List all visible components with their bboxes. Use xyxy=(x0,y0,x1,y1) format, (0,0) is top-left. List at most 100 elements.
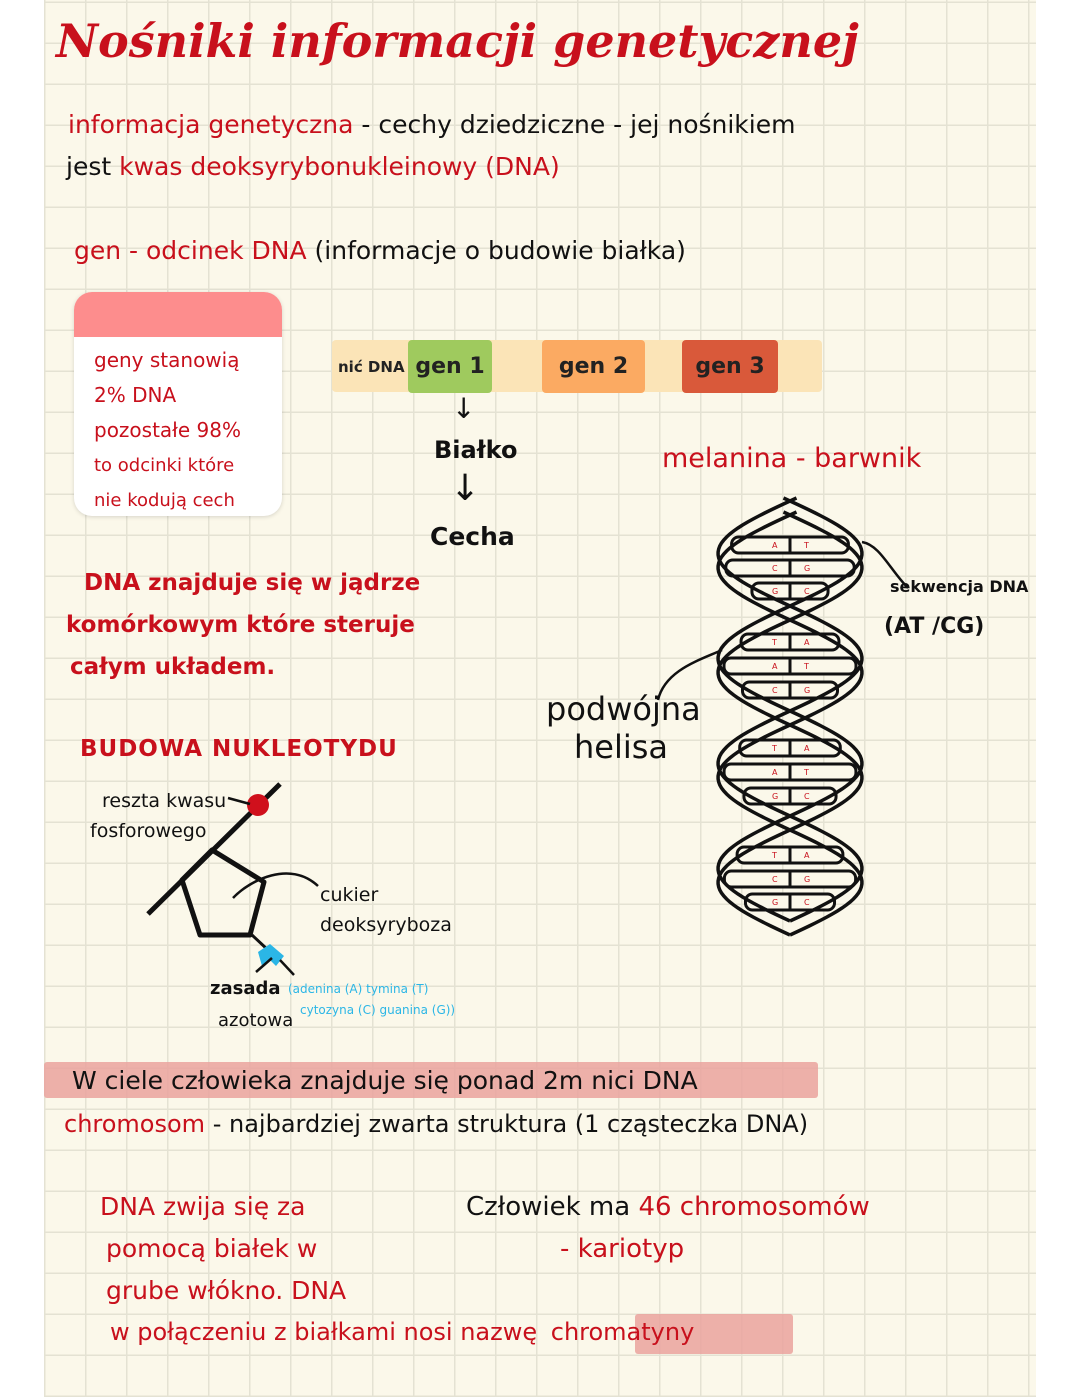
sugar-pentagon xyxy=(179,847,267,938)
gene-definition: gen - odcinek DNA (informacje o budowie … xyxy=(74,236,686,265)
double-helix-label-2: helisa xyxy=(574,728,669,766)
pairs-label: (AT /CG) xyxy=(884,614,985,639)
base-letter: G xyxy=(772,587,778,596)
note-line: pozostałe 98% xyxy=(94,418,241,442)
gene-2: gen 2 xyxy=(542,340,645,393)
nucleus-line: DNA znajduje się w jądrze xyxy=(84,570,421,596)
strand-label: nić DNA xyxy=(338,358,405,376)
note-line: 2% DNA xyxy=(94,383,177,407)
base-letter: G xyxy=(772,792,778,801)
dna-length-text: W ciele człowieka znajduje się ponad 2m … xyxy=(72,1066,698,1095)
sequence-label: sekwencja DNA xyxy=(890,577,1029,596)
base-letter: A xyxy=(772,768,778,777)
helix-strand-2 xyxy=(716,510,864,937)
karyotype-line: Człowiek ma 46 chromosomów xyxy=(466,1192,870,1222)
page-title: Nośniki informacji genetycznej xyxy=(56,14,859,68)
intro-prefix: jest xyxy=(66,152,112,181)
karyotype-term: - kariotyp xyxy=(560,1234,685,1264)
base-shape xyxy=(258,944,284,966)
chromosome-text: - najbardziej zwarta struktura (1 cząste… xyxy=(212,1110,809,1138)
chromosome-definition: chromosom - najbardziej zwarta struktura… xyxy=(64,1110,808,1138)
helix-strand-1 xyxy=(716,496,864,923)
coiling-last-line: w połączeniu z białkami nosi nazwę chrom… xyxy=(110,1318,694,1346)
note-card: geny stanowią 2% DNA pozostałe 98% to od… xyxy=(74,292,282,516)
melanin-label: melanina - barwnik xyxy=(662,443,922,474)
phosphate-pointer xyxy=(227,796,251,806)
arrow-down-icon: ↓ xyxy=(450,468,481,509)
base-letter: C xyxy=(804,898,810,907)
base-letter: T xyxy=(771,638,777,647)
phosphate-label-2: fosforowego xyxy=(90,820,207,842)
sugar-label-1: cukier xyxy=(320,884,379,906)
base-label-1: zasada xyxy=(210,978,281,999)
arrow-down-icon: ↓ xyxy=(452,392,476,425)
sequence-pointer-line xyxy=(861,540,909,589)
note-line: to odcinki które xyxy=(94,455,235,476)
highlight-chromatin xyxy=(635,1314,793,1354)
helix-strand-1 xyxy=(716,510,864,937)
base-letter: G xyxy=(804,686,810,695)
coiling-line: pomocą białek w xyxy=(106,1234,318,1263)
trait-label: Cecha xyxy=(430,522,515,551)
base-letter: G xyxy=(804,875,810,884)
phosphate-dot xyxy=(247,794,269,816)
base-letter: A xyxy=(804,744,810,753)
base-letter: C xyxy=(772,564,778,573)
bases-list-1: (adenina (A) tymina (T) xyxy=(288,982,429,996)
chromosome-term: chromosom xyxy=(64,1110,206,1138)
nucleotide-heading: BUDOWA NUKLEOTYDU xyxy=(80,736,398,762)
grid-paper xyxy=(44,0,1036,1397)
coiling-line: grube włókno. DNA xyxy=(106,1276,347,1305)
base-letter: G xyxy=(804,564,810,573)
base-letter: G xyxy=(772,898,778,907)
chromosome-count: 46 chromosomów xyxy=(638,1192,870,1222)
nucleus-line: całym układem. xyxy=(70,654,276,680)
base-letter: T xyxy=(771,851,777,860)
note-card-header xyxy=(74,292,282,337)
note-line: nie kodują cech xyxy=(94,490,235,511)
coiling-line: DNA zwija się za xyxy=(100,1192,306,1221)
base-letter: C xyxy=(772,686,778,695)
note-card-body: geny stanowią 2% DNA pozostałe 98% to od… xyxy=(74,337,282,518)
base-letter: T xyxy=(803,662,809,671)
gene-1: gen 1 xyxy=(408,340,492,393)
base-letter: A xyxy=(804,851,810,860)
gene-term: gen - odcinek DNA xyxy=(74,236,307,265)
intro-term: informacja genetyczna xyxy=(68,110,354,139)
coiling-last-prefix: w połączeniu z białkami nosi nazwę xyxy=(110,1318,538,1346)
intro-dna-term: kwas deoksyrybonukleinowy (DNA) xyxy=(119,152,560,181)
note-line: geny stanowią xyxy=(94,348,240,372)
base-label-2: azotowa xyxy=(218,1010,294,1031)
intro-line-2: jest kwas deoksyrybonukleinowy (DNA) xyxy=(66,152,560,181)
base-letter: A xyxy=(804,638,810,647)
phosphate-label-1: reszta kwasu xyxy=(102,790,227,812)
base-letter: T xyxy=(803,768,809,777)
base-pointer xyxy=(279,959,295,976)
helix-pointer-line xyxy=(656,648,723,701)
base-letter: A xyxy=(772,541,778,550)
intro-line-1: informacja genetyczna - cechy dziedziczn… xyxy=(68,110,795,139)
intro-sep: - xyxy=(361,110,371,139)
base-letter: C xyxy=(804,587,810,596)
base-letter: A xyxy=(772,662,778,671)
base-letter: T xyxy=(771,744,777,753)
nucleus-line: komórkowym które steruje xyxy=(66,612,415,638)
chromatin-term: chromatyny xyxy=(550,1318,695,1346)
sugar-pointer xyxy=(232,872,319,899)
helix-strand-2 xyxy=(716,496,864,923)
sugar-label-2: deoksyryboza xyxy=(320,914,452,936)
base-letter: C xyxy=(772,875,778,884)
gene-text: (informacje o budowie białka) xyxy=(314,236,686,265)
